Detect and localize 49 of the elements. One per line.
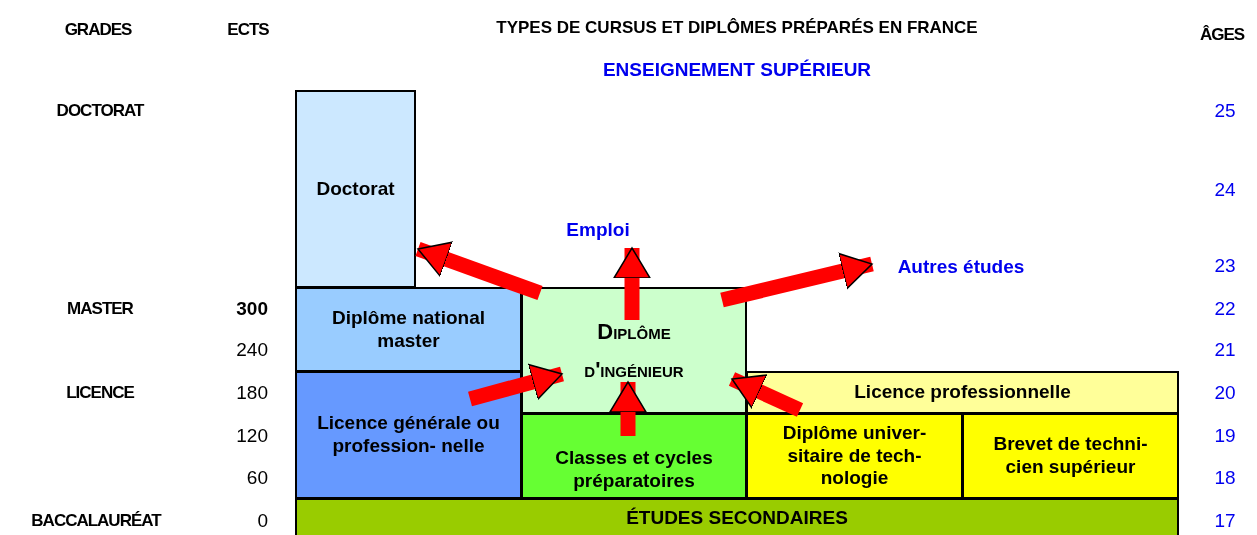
- age-value: 20: [1214, 382, 1236, 404]
- arrow: [415, 241, 543, 301]
- age-value: 24: [1214, 179, 1236, 201]
- ects-value: 60: [246, 467, 268, 489]
- program-name: Doctorat: [316, 177, 395, 201]
- arrow: [468, 363, 564, 407]
- program-name: ÉTUDES SECONDAIRES: [626, 506, 848, 530]
- age-value: 17: [1214, 510, 1236, 532]
- age-value: 21: [1214, 339, 1236, 361]
- age-value: 18: [1214, 467, 1236, 489]
- ects-value: 240: [236, 339, 268, 361]
- program-box: [746, 371, 1179, 414]
- program-box: [521, 413, 747, 499]
- program-box: [962, 413, 1179, 499]
- arrow: [609, 381, 647, 436]
- program-name: Brevet de techni- cien supérieur: [992, 433, 1149, 479]
- program-name: Diplôme d'ingénieur: [583, 318, 685, 384]
- grade-label: LICENCE: [66, 383, 134, 403]
- program-name: Licence générale ou profession- nelle: [316, 412, 501, 458]
- title: TYPES DE CURSUS ET DIPLÔMES PRÉPARÉS EN FRANCE: [496, 18, 978, 38]
- ects-value: 300: [236, 298, 268, 320]
- age-value: 22: [1214, 298, 1236, 320]
- ects-value: 180: [236, 382, 268, 404]
- ects-value: 0: [257, 510, 268, 532]
- arrow: [613, 247, 651, 320]
- arrow: [720, 252, 874, 308]
- column-header: ÂGES: [1199, 25, 1245, 45]
- program-box: [295, 371, 522, 499]
- arrow: [728, 372, 804, 417]
- grade-label: BACCALAURÉAT: [31, 511, 161, 531]
- age-value: 25: [1214, 100, 1236, 122]
- program-band: [295, 498, 1179, 535]
- outcome-label: Emploi: [566, 218, 630, 242]
- grade-label: DOCTORAT: [56, 101, 144, 121]
- program-name: Diplôme national master: [330, 306, 487, 353]
- age-value: 23: [1214, 255, 1236, 277]
- program-name: Diplôme univer- sitaire de tech- nologie: [781, 421, 928, 491]
- program-name: Classes et cycles préparatoires: [554, 447, 714, 493]
- program-box: [746, 413, 963, 499]
- grade-label: MASTER: [67, 299, 133, 319]
- age-value: 19: [1214, 425, 1236, 447]
- program-name: Licence professionnelle: [854, 381, 1071, 404]
- column-header: ECTS: [227, 20, 269, 40]
- column-header: GRADES: [64, 20, 132, 40]
- program-box: [295, 90, 416, 288]
- section-heading: ENSEIGNEMENT SUPÉRIEUR: [602, 59, 872, 81]
- outcome-label: Autres études: [897, 255, 1025, 279]
- ects-value: 120: [236, 425, 268, 447]
- program-box: [295, 287, 522, 372]
